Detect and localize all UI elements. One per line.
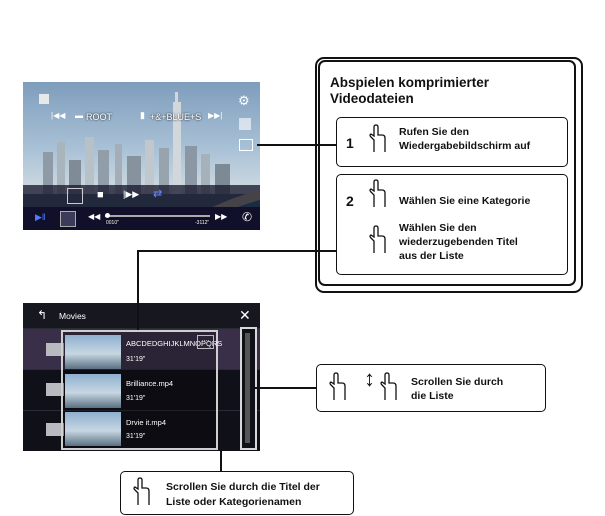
step1-line1: Rufen Sie den [399,126,470,138]
video-playback-screen[interactable]: ⚙ |◀◀ ▬ ROOT ▮ +&+BLUE+S ▶▶| [23,82,260,230]
step2a-label: Wählen Sie eine Kategorie [399,195,531,207]
panel-title-line1: Abspielen komprimierter [330,75,490,90]
screen-mode-button[interactable] [239,118,251,130]
connector-line [255,387,317,389]
close-icon[interactable]: ✕ [239,307,251,323]
track-title: +&+BLUE+S [150,112,202,122]
source-folder-label: ROOT [86,112,112,122]
hand-pointer-icon [369,225,386,253]
step2b-line2: wiederzugebenden Titel [399,236,518,248]
progress-bar[interactable] [105,213,210,218]
rewind-icon[interactable]: ◀◀ [88,212,101,221]
folder-icon [46,423,64,436]
hand-pointer-icon [369,124,386,152]
bottom-line1: Scrollen Sie durch die Titel der [166,481,320,493]
stop-icon[interactable]: ■ [97,189,104,201]
step2b-line1: Wählen Sie den [399,222,477,234]
connector-line [220,444,222,471]
scroll-line2: die Liste [411,390,454,402]
connector-line [257,144,337,146]
item-name: Brilliance.mp4 [126,379,174,388]
next-track-icon[interactable]: ▶▶| [208,111,223,120]
step2-box [336,174,568,275]
folder-icon: ▬ [75,111,83,120]
repeat-icon[interactable]: ⇄ [153,188,163,200]
title-scroll-callout-box [120,471,354,515]
video-thumbnail [65,335,121,369]
menu-button[interactable] [39,94,49,104]
hand-pointer-icon [329,372,346,400]
prev-track-icon[interactable]: |◀◀ [51,111,66,120]
connector-line [138,250,337,252]
bottom-line2: Liste oder Kategorienamen [166,496,302,508]
list-item[interactable] [23,370,260,411]
phone-icon[interactable]: ✆ [242,210,253,224]
instruction-panel [318,60,576,286]
scroll-callout-box [316,364,546,412]
instruction-panel-outer [315,57,583,293]
hand-pointer-icon [380,372,397,400]
connector-line [137,250,139,330]
panel-title-line2: Videodateien [330,91,414,106]
play-pause-icon[interactable]: ▶‖ [35,212,46,222]
scroll-line1: Scrollen Sie durch [411,376,504,388]
hand-pointer-icon [369,179,386,207]
highlighted-title-area: ABCDEDGHIJKLMNOPQRS 31'19" .... Brillian… [61,330,222,450]
more-options-button[interactable]: .... [197,335,214,349]
item-duration: 31'19" [126,395,146,402]
step1-number: 1 [346,135,354,151]
back-arrow-icon[interactable]: ↰ [37,308,48,322]
playback-control-bar: ■ |▶▶ ⇄ [23,185,260,207]
folder-icon [46,383,64,396]
step2b-line3: aus der Liste [399,250,464,262]
video-thumbnail [65,412,121,446]
scrollbar-frame [240,327,257,450]
item-duration: 31'19" [126,433,146,440]
scrollbar[interactable] [245,333,250,443]
file-icon: ▮ [140,110,145,120]
audio-mode-button[interactable] [239,139,253,151]
folder-icon [46,343,64,356]
step1-line2: Wiedergabebildschirm auf [399,140,531,152]
time-elapsed: 0010" [106,220,119,226]
source-button[interactable] [60,211,76,227]
playback-bottom-bar: ▶‖ ◀◀ 0010" -3112" ▶▶ ✆ [23,207,260,230]
time-remaining: -3112" [195,220,210,226]
list-header: ↰ Movies ✕ [23,303,260,329]
progress-knob[interactable] [105,213,110,218]
step2-number: 2 [346,193,354,209]
fast-forward-icon[interactable]: ▶▶ [215,212,228,221]
item-name: ABCDEDGHIJKLMNOPQRS [126,339,223,348]
item-duration: 31'19" [126,356,146,363]
list-title: Movies [59,311,86,321]
step-play-icon[interactable]: |▶▶ [123,189,140,199]
settings-icon[interactable]: ⚙ [238,93,250,108]
up-down-arrow-icon: ↕ [364,366,375,391]
hand-pointer-icon [133,477,150,505]
item-name: Drvie it.mp4 [126,418,167,427]
display-mode-button[interactable] [67,188,83,204]
video-thumbnail [65,374,121,408]
